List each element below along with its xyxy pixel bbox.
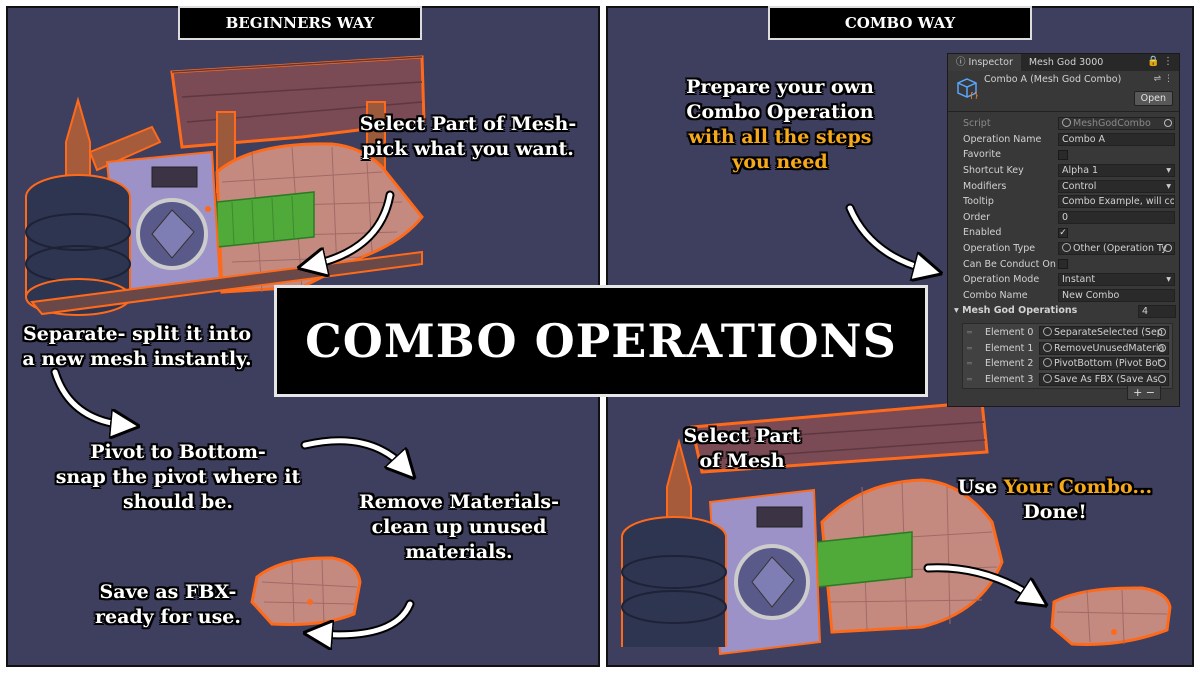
mesh-scene-right bbox=[621, 400, 1172, 656]
modifiers-dropdown[interactable]: Control bbox=[1058, 179, 1175, 193]
list-size-input[interactable]: 4 bbox=[1138, 305, 1176, 319]
object-icon bbox=[1043, 327, 1052, 337]
caption-pivot: Pivot to Bottom- snap the pivot where it… bbox=[55, 441, 301, 513]
beginners-way-header: BEGINNERS WAY bbox=[178, 6, 422, 40]
component-title: Combo A (Mesh God Combo) bbox=[984, 74, 1122, 85]
mesh-scene-left bbox=[25, 55, 426, 627]
foldout-triangle-icon[interactable]: ▾ bbox=[954, 305, 963, 317]
object-icon bbox=[1043, 373, 1052, 383]
arrow-prepare-to-inspector bbox=[845, 203, 928, 270]
field-order: Order 0 bbox=[948, 210, 1179, 226]
combo-name-input[interactable]: New Combo bbox=[1058, 288, 1175, 302]
add-remove-buttons[interactable]: + − bbox=[1127, 385, 1161, 400]
caption-save-fbx: Save as FBX- ready for use. bbox=[94, 581, 242, 628]
object-picker-icon[interactable] bbox=[1158, 328, 1166, 337]
object-picker-icon[interactable] bbox=[1164, 244, 1172, 253]
component-header: {} Combo A (Mesh God Combo) ⇌ ⋮ Open bbox=[948, 71, 1179, 112]
caption-prepare-combo: Prepare your own Combo Operation with al… bbox=[686, 76, 874, 173]
field-modifiers: Modifiers Control bbox=[948, 178, 1179, 194]
favorite-checkbox[interactable] bbox=[1058, 149, 1068, 160]
combo-way-header: COMBO WAY bbox=[768, 6, 1032, 40]
object-picker-icon[interactable] bbox=[1158, 359, 1166, 368]
field-favorite: Favorite bbox=[948, 147, 1179, 163]
mesh-god-operations-header[interactable]: ▾ Mesh God Operations 4 bbox=[948, 305, 1179, 321]
caption-select-part-combo: Select Part of Mesh bbox=[683, 425, 801, 472]
open-button[interactable]: Open bbox=[1133, 91, 1173, 106]
tire-stack-mesh bbox=[25, 174, 131, 316]
tab-inspector[interactable]: ⓘ Inspector bbox=[948, 54, 1021, 71]
field-shortcut-key: Shortcut Key Alpha 1 bbox=[948, 163, 1179, 179]
drag-handle-icon[interactable]: ═ bbox=[967, 343, 972, 353]
drag-handle-icon[interactable]: ═ bbox=[967, 374, 972, 384]
list-item[interactable]: ═ Element 0 SeparateSelected (Sep bbox=[963, 325, 1172, 341]
field-enabled: Enabled ✓ bbox=[963, 227, 1068, 239]
drag-handle-icon[interactable]: ═ bbox=[967, 359, 972, 369]
lock-menu-icons[interactable]: 🔒 ⋮ bbox=[1147, 56, 1173, 67]
caption-select-part: Select Part of Mesh- pick what you want. bbox=[359, 113, 577, 160]
arrow-select-to-mesh bbox=[312, 190, 395, 265]
component-settings-icons[interactable]: ⇌ ⋮ bbox=[1154, 74, 1173, 84]
field-operation-type: Operation Type Other (Operation Ty bbox=[948, 241, 1179, 257]
caption-separate: Separate- split it into a new mesh insta… bbox=[22, 323, 252, 370]
kebab-menu-icon[interactable]: ⋮ bbox=[1164, 74, 1173, 84]
list-item[interactable]: ═ Element 1 RemoveUnusedMateria bbox=[963, 341, 1172, 357]
arrow-pivot-to-remove bbox=[300, 436, 405, 468]
tab-mesh-god[interactable]: Mesh God 3000 bbox=[1028, 57, 1104, 68]
object-picker-icon bbox=[1164, 119, 1172, 128]
operation-name-input[interactable]: Combo A bbox=[1058, 132, 1175, 146]
script-file-icon bbox=[1062, 118, 1071, 128]
object-picker-icon[interactable] bbox=[1158, 374, 1166, 383]
inspector-window: ⓘ Inspector Mesh God 3000 🔒 ⋮ {} Combo A… bbox=[947, 53, 1180, 407]
object-picker-icon[interactable] bbox=[1158, 343, 1166, 352]
scriptable-object-icon: {} bbox=[957, 78, 978, 99]
field-operation-mode: Operation Mode Instant bbox=[948, 272, 1179, 288]
drag-handle-icon[interactable]: ═ bbox=[967, 328, 972, 338]
operation-mode-dropdown[interactable]: Instant bbox=[1058, 273, 1175, 287]
settings-sliders-icon[interactable]: ⇌ bbox=[1153, 74, 1162, 84]
operations-list: ═ Element 0 SeparateSelected (Sep ═ Elem… bbox=[962, 323, 1173, 390]
object-icon bbox=[1043, 358, 1052, 368]
field-script: Script MeshGodCombo bbox=[948, 116, 1179, 132]
list-item[interactable]: ═ Element 2 PivotBottom (Pivot Bot bbox=[963, 356, 1172, 372]
enabled-checkbox[interactable]: ✓ bbox=[1058, 227, 1068, 238]
svg-text:{}: {} bbox=[969, 91, 978, 99]
caption-remove-materials: Remove Materials- clean up unused materi… bbox=[359, 491, 559, 563]
tooltip-input[interactable]: Combo Example, will con bbox=[1058, 195, 1175, 209]
order-input[interactable]: 0 bbox=[1058, 210, 1175, 224]
arrow-remove-to-save bbox=[318, 599, 415, 635]
list-item[interactable]: ═ Element 3 Save As FBX (Save As bbox=[963, 372, 1172, 388]
info-icon: ⓘ bbox=[956, 57, 969, 68]
field-operation-name: Operation Name Combo A bbox=[948, 132, 1179, 148]
field-tooltip: Tooltip Combo Example, will con bbox=[963, 195, 1175, 209]
arrow-separate-to-pivot bbox=[50, 367, 125, 425]
field-combo-name: Combo Name New Combo bbox=[948, 288, 1179, 304]
arrow-combo-to-rock bbox=[923, 563, 1035, 598]
lock-icon[interactable]: 🔒 bbox=[1147, 56, 1160, 67]
object-icon bbox=[1043, 342, 1052, 352]
can-be-conduct-on-checkbox[interactable] bbox=[1058, 259, 1068, 270]
inspector-tab-bar: ⓘ Inspector Mesh God 3000 🔒 ⋮ bbox=[948, 54, 1179, 71]
caption-use-combo: Use Your Combo... Done! bbox=[957, 476, 1153, 523]
rock-mesh bbox=[215, 142, 424, 294]
operation-type-field[interactable]: Other (Operation Ty bbox=[1058, 242, 1175, 256]
shortcut-key-dropdown[interactable]: Alpha 1 bbox=[1058, 164, 1175, 178]
kebab-menu-icon[interactable]: ⋮ bbox=[1163, 56, 1173, 67]
field-can-be-conduct-on: Can Be Conduct On bbox=[948, 256, 1179, 272]
combo-operations-title: COMBO OPERATIONS bbox=[274, 285, 928, 397]
object-icon bbox=[1062, 243, 1071, 253]
